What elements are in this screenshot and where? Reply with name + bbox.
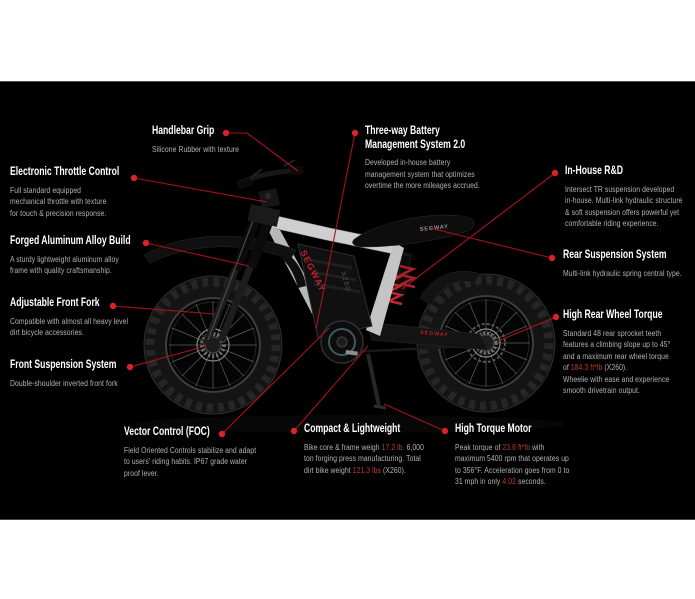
callout-desc: Standard 48 rear sprocket teeth features… (563, 328, 671, 396)
callout-battery-management: Three-way Battery Management System 2.0 … (365, 125, 500, 192)
callout-high-torque-motor: High Torque Motor Peak torque of 23.6 ft… (455, 423, 590, 488)
callout-title: Compact & Lightweight (304, 423, 401, 435)
callout-handlebar-grip: Handlebar Grip Silicone Rubber with text… (152, 125, 254, 155)
callout-front-suspension-system: Front Suspension System Double-shoulder … (10, 359, 152, 389)
callout-vector-control-foc: Vector Control (FOC) Field Oriented Cont… (124, 426, 280, 479)
callout-title: High Torque Motor (455, 423, 532, 435)
callout-desc: Multi-link hydraulic spring central type… (563, 268, 682, 278)
callout-desc: Field Oriented Controls stabilize and ad… (124, 445, 257, 478)
callout-desc: Full standard equipped mechanical thrott… (10, 185, 107, 218)
callout-desc: Compatible with almost all heavy level d… (10, 316, 129, 338)
callout-desc: Double-shoulder inverted front fork (10, 378, 118, 388)
callout-compact-lightweight: Compact & Lightweight Bike core & frame … (304, 423, 445, 476)
callout-title: Rear Suspension System (563, 249, 667, 261)
callout-title: Electronic Throttle Control (10, 166, 120, 178)
callout-title: Three-way Battery Management System 2.0 (365, 125, 466, 151)
callout-title: Handlebar Grip (152, 125, 215, 137)
callout-title: Forged Aluminum Alloy Build (10, 235, 131, 247)
callout-desc: Intersect TR suspension developed in-hou… (565, 184, 683, 229)
callout-title: Front Suspension System (10, 359, 117, 371)
callout-desc: Bike core & frame weigh 17.2 lb. 6,000 t… (304, 442, 425, 475)
callout-desc: Developed in-house battery management sy… (365, 158, 480, 191)
callout-desc: Silicone Rubber with texture (152, 144, 240, 154)
callout-high-rear-wheel-torque: High Rear Wheel Torque Standard 48 rear … (563, 309, 695, 397)
callout-title: High Rear Wheel Torque (563, 309, 663, 321)
callout-adjustable-front-fork: Adjustable Front Fork Compatible with al… (10, 297, 149, 339)
callout-forged-aluminum-alloy-build: Forged Aluminum Alloy Build A sturdy lig… (10, 235, 171, 277)
callout-in-house-rd: In-House R&D Intersect TR suspension dev… (565, 165, 695, 230)
callout-electronic-throttle-control: Electronic Throttle Control Full standar… (10, 166, 156, 219)
callout-title: Adjustable Front Fork (10, 297, 100, 309)
callout-desc: Peak torque of 23.6 ft*lb with maximum 5… (455, 442, 570, 487)
callout-title: In-House R&D (565, 165, 623, 177)
callout-title: Vector Control (FOC) (124, 426, 210, 438)
callout-desc: A sturdy lightweight aluminum alloy fram… (10, 254, 119, 276)
callout-rear-suspension-system: Rear Suspension System Multi-link hydrau… (563, 249, 695, 279)
